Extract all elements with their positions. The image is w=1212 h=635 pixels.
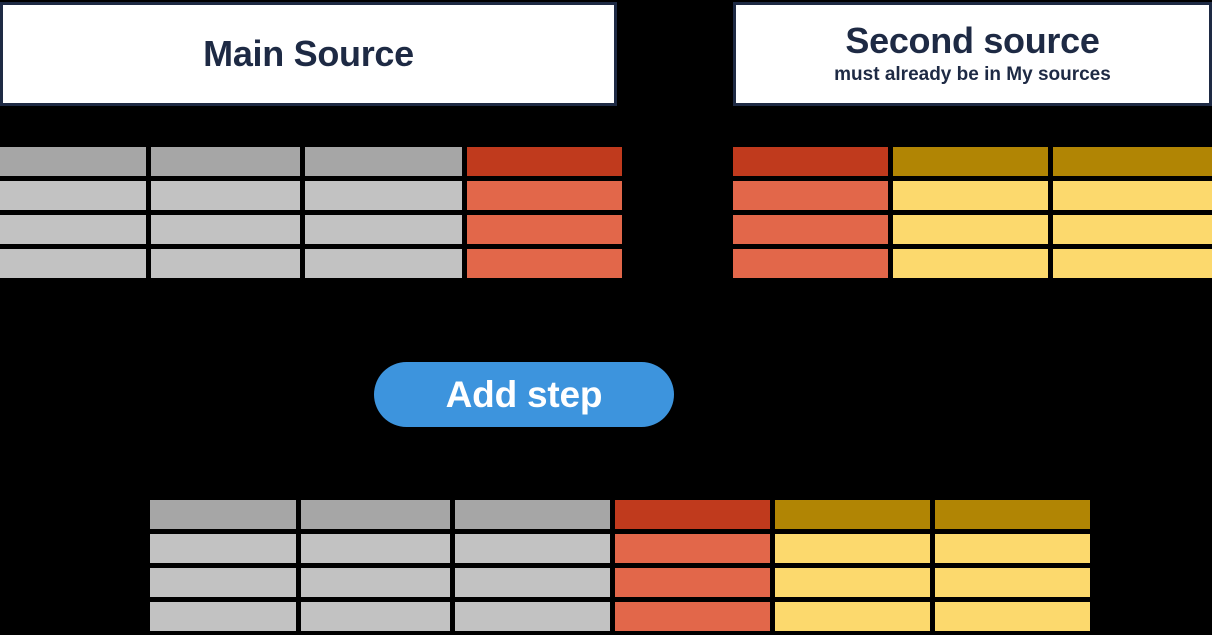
table-cell-gray-1 [301,602,450,631]
table-cell-yellow-2 [1053,249,1212,278]
table-cell-red-0 [733,181,888,210]
table-row [733,215,1212,244]
table-header-row [150,500,1090,529]
table-cell-red-3 [615,568,770,597]
table-row [150,602,1090,631]
table-header-cell-gray-0 [0,147,146,176]
table-cell-red-3 [467,215,622,244]
table-header-cell-yellow-2 [1053,147,1212,176]
table-header-cell-gray-2 [455,500,610,529]
table-header-cell-red-0 [733,147,888,176]
table-row [0,215,622,244]
table-cell-gray-1 [151,249,300,278]
table-header-cell-red-3 [615,500,770,529]
second-source-subtitle: must already be in My sources [834,64,1111,86]
table-cell-gray-2 [305,215,462,244]
table-row [150,534,1090,563]
table-cell-yellow-2 [1053,215,1212,244]
table-cell-gray-1 [301,568,450,597]
table-cell-gray-1 [151,215,300,244]
table-row [0,181,622,210]
table-cell-gray-2 [455,568,610,597]
second-source-header-box: Second source must already be in My sour… [733,2,1212,106]
table-row [150,568,1090,597]
table-cell-yellow-5 [935,534,1090,563]
table-cell-gray-0 [0,181,146,210]
main-source-title: Main Source [203,32,414,74]
table-header-cell-yellow-5 [935,500,1090,529]
table-cell-yellow-1 [893,215,1048,244]
table-cell-yellow-4 [775,568,930,597]
main-source-table [0,147,622,278]
table-cell-yellow-1 [893,181,1048,210]
table-row [0,249,622,278]
table-cell-red-3 [467,249,622,278]
add-step-button[interactable]: Add step [374,362,674,427]
table-header-cell-gray-0 [150,500,296,529]
table-header-cell-gray-1 [301,500,450,529]
result-table [150,500,1090,631]
table-cell-yellow-5 [935,568,1090,597]
table-header-cell-gray-1 [151,147,300,176]
table-cell-gray-2 [455,534,610,563]
table-cell-gray-2 [305,249,462,278]
table-cell-red-0 [733,215,888,244]
second-source-title: Second source [845,19,1100,61]
table-cell-yellow-1 [893,249,1048,278]
table-header-row [733,147,1212,176]
table-cell-red-0 [733,249,888,278]
main-source-header-box: Main Source [0,2,617,106]
table-header-cell-red-3 [467,147,622,176]
table-cell-yellow-5 [935,602,1090,631]
second-source-table [733,147,1212,278]
table-cell-red-3 [467,181,622,210]
table-row [733,181,1212,210]
table-cell-gray-2 [305,181,462,210]
table-cell-yellow-2 [1053,181,1212,210]
table-header-cell-yellow-4 [775,500,930,529]
table-cell-gray-1 [151,181,300,210]
table-header-cell-gray-2 [305,147,462,176]
table-header-row [0,147,622,176]
table-cell-yellow-4 [775,602,930,631]
table-cell-gray-0 [150,534,296,563]
table-cell-gray-1 [301,534,450,563]
table-cell-gray-0 [150,568,296,597]
table-cell-gray-0 [0,249,146,278]
table-header-cell-yellow-1 [893,147,1048,176]
table-cell-gray-0 [150,602,296,631]
table-cell-red-3 [615,602,770,631]
table-cell-gray-2 [455,602,610,631]
table-cell-gray-0 [0,215,146,244]
table-cell-yellow-4 [775,534,930,563]
table-cell-red-3 [615,534,770,563]
table-row [733,249,1212,278]
